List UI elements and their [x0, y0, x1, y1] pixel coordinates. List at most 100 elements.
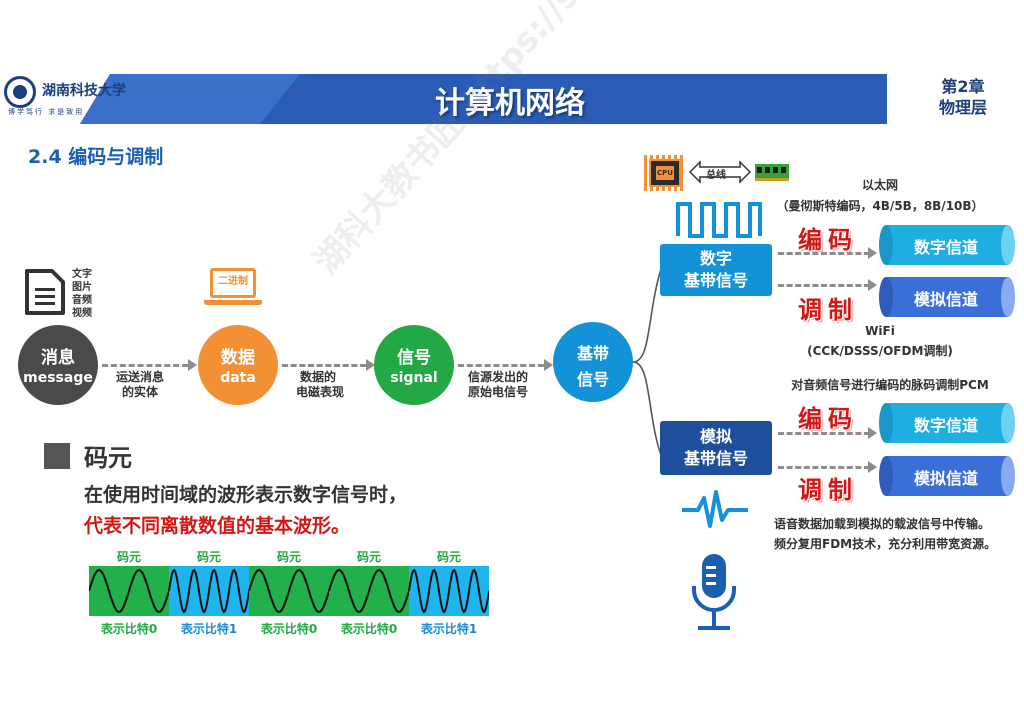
arrowhead-3: [544, 359, 553, 371]
segment-label-5: 码元: [436, 550, 461, 564]
fdm-note: 语音数据加载到模拟的载波信号中传输。 频分复用FDM技术，充分利用带宽资源。: [774, 514, 1024, 554]
bus-arrow: [688, 160, 752, 184]
code-element-wave: [168, 568, 250, 614]
message-types: 文字 图片 音频 视频: [72, 268, 92, 320]
code-element-wave: [89, 569, 170, 613]
arrow-analog-to-digital-channel: [778, 432, 870, 435]
message-type-video: 视频: [72, 308, 92, 319]
arrowhead-5: [868, 279, 877, 291]
ethernet-encodings: （曼彻斯特编码，4B/5B，8B/10B）: [776, 199, 984, 213]
memory-module-icon: [755, 164, 789, 181]
code-element-desc-line1: 在使用时间域的波形表示数字信号时，: [84, 484, 408, 506]
arrow-message-to-data: [102, 364, 188, 367]
chapter-label: 第2章 物理层: [928, 76, 998, 118]
header-banner: [80, 74, 887, 124]
signal-en: signal: [390, 370, 438, 386]
wifi-modulations: (CCK/DSSS/OFDM调制): [807, 344, 953, 358]
analog-baseband-box: 模拟 基带信号: [660, 421, 772, 475]
arrowhead-6: [868, 427, 877, 439]
bit-label-2: 表示比特1: [180, 622, 238, 636]
bullet-square: [44, 443, 70, 469]
university-logo: [4, 76, 36, 108]
square-wave-icon: [676, 202, 762, 238]
message-type-audio: 音频: [72, 295, 92, 306]
arrowhead-2: [366, 359, 375, 371]
code-element-wave: [408, 568, 489, 614]
arrow-signal-to-baseband: [458, 364, 544, 367]
branch-connectors: [633, 268, 662, 456]
analog-baseband-line2: 基带信号: [683, 449, 748, 468]
fdm-note-line1: 语音数据加载到模拟的载波信号中传输。: [774, 517, 991, 531]
message-type-image: 图片: [72, 282, 92, 293]
analog-baseband-line1: 模拟: [699, 427, 732, 446]
chapter-name: 物理层: [938, 98, 987, 117]
data-bubble: 数据 data: [198, 325, 278, 405]
section-title: 2.4 编码与调制: [28, 146, 164, 168]
digital-channel-cylinder-2: [879, 403, 1015, 443]
arrow2-caption-line2: 电磁表现: [296, 385, 345, 399]
wifi-note: WiFi (CCK/DSSS/OFDM调制): [780, 324, 980, 359]
university-motto: 博学笃行 求是致用: [8, 108, 85, 116]
arrow-digital-to-analog-channel: [778, 284, 870, 287]
signal-bubble: 信号 signal: [374, 325, 454, 405]
message-bubble: 消息 message: [18, 325, 98, 405]
segment-label-2: 码元: [196, 550, 221, 564]
encode-label-1: 编码: [798, 226, 858, 254]
modulate-label-1: 调制: [798, 296, 858, 324]
baseband-bubble: 基带 信号: [553, 322, 633, 402]
arrowhead-1: [188, 359, 197, 371]
bit-label-4: 表示比特0: [340, 622, 398, 636]
analog-channel-label-1: 模拟信道: [913, 290, 978, 309]
analog-channel-cylinder-2: [879, 456, 1015, 496]
arrow3-caption-line1: 信源发出的: [468, 370, 529, 384]
message-en: message: [23, 370, 93, 386]
code-element-waveform: [89, 566, 489, 616]
arrow3-caption: 信源发出的 原始电信号: [468, 370, 528, 400]
code-element-heading: 码元: [84, 444, 132, 472]
fdm-note-line2: 频分复用FDM技术，充分利用带宽资源。: [774, 537, 997, 551]
baseband-line2: 信号: [576, 370, 609, 389]
digital-baseband-line1: 数字: [699, 249, 732, 268]
wifi-title: WiFi: [865, 324, 895, 338]
university-name: 湖南科技大学: [42, 83, 126, 99]
segment-label-4: 码元: [356, 550, 381, 564]
bus-label: 总线: [706, 170, 726, 181]
digital-channel-label-1: 数字信道: [913, 238, 978, 257]
bit-label-3: 表示比特0: [260, 622, 318, 636]
signal-cn: 信号: [397, 348, 431, 368]
encode-label-2: 编码: [798, 405, 858, 433]
code-element-wave: [248, 569, 330, 613]
message-cn: 消息: [41, 348, 75, 368]
laptop-screen-label: 二进制: [210, 268, 256, 298]
arrow-data-to-signal: [282, 364, 366, 367]
analog-channel-label-2: 模拟信道: [913, 469, 978, 488]
ethernet-note: 以太网 （曼彻斯特编码，4B/5B，8B/10B）: [760, 176, 1000, 214]
ethernet-title: 以太网: [861, 178, 898, 192]
arrow3-caption-line2: 原始电信号: [468, 385, 529, 399]
arrow1-caption-line1: 运送消息: [116, 370, 165, 384]
analog-wave-icon: [682, 490, 748, 528]
course-title: 计算机网络: [435, 86, 585, 121]
bit-label-5: 表示比特1: [420, 622, 478, 636]
code-element-wave: [328, 569, 410, 613]
bit-label-1: 表示比特0: [100, 622, 158, 636]
waveform-labels: 码元 码元 码元 码元 码元: [89, 548, 489, 564]
digital-channel-cylinder-1: [879, 225, 1015, 265]
segment-label-3: 码元: [276, 550, 301, 564]
analog-channel-cylinder-1: [879, 277, 1015, 317]
segment-label-1: 码元: [116, 550, 141, 564]
digital-baseband-line2: 基带信号: [683, 271, 748, 290]
arrowhead-7: [868, 461, 877, 473]
arrow2-caption: 数据的 电磁表现: [296, 370, 344, 400]
pcm-note: 对音频信号进行编码的脉码调制PCM: [791, 378, 989, 392]
digital-baseband-box: 数字 基带信号: [660, 244, 772, 296]
data-cn: 数据: [221, 348, 255, 368]
digital-channel-label-2: 数字信道: [913, 416, 978, 435]
document-icon: [25, 269, 65, 315]
message-type-text: 文字: [72, 269, 92, 280]
arrow1-caption-line2: 的实体: [122, 385, 159, 399]
microphone-icon: [692, 554, 736, 630]
baseband-line1: 基带: [576, 344, 609, 363]
chapter-number: 第2章: [941, 77, 985, 96]
arrow2-caption-line1: 数据的: [300, 370, 337, 384]
